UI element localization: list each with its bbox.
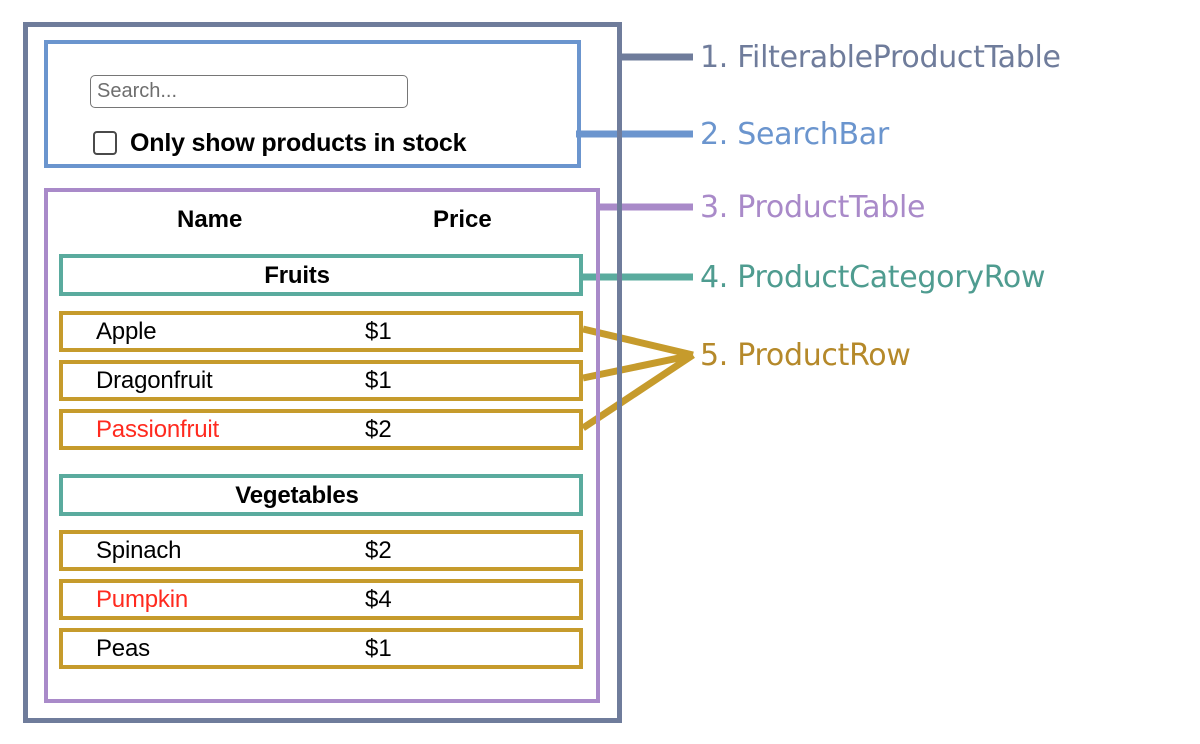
product-row: Peas $1: [59, 628, 583, 669]
annotation-label-filterable-product-table: 1. FilterableProductTable: [700, 40, 1061, 75]
annotation-label-product-row: 5. ProductRow: [700, 338, 911, 373]
column-header-name: Name: [177, 206, 243, 233]
column-header-price: Price: [433, 206, 492, 233]
product-row: Passionfruit $2: [59, 409, 583, 450]
product-price: $4: [365, 586, 392, 613]
product-price: $2: [365, 416, 392, 443]
in-stock-checkbox-label: Only show products in stock: [130, 128, 467, 157]
product-category-row: Fruits: [59, 254, 583, 296]
product-price: $1: [365, 635, 392, 662]
in-stock-checkbox[interactable]: [93, 131, 117, 155]
product-category-label: Fruits: [264, 262, 330, 289]
product-table-header: Name Price: [59, 198, 583, 246]
product-price: $1: [365, 367, 392, 394]
product-category-label: Vegetables: [235, 482, 359, 509]
product-table-boundary: [44, 188, 600, 703]
filterable-product-table-boundary: [23, 22, 622, 723]
product-price: $1: [365, 318, 392, 345]
connector-product-row-fan: [581, 325, 695, 431]
product-category-row: Vegetables: [59, 474, 583, 516]
in-stock-filter-row[interactable]: Only show products in stock: [93, 128, 467, 158]
annotation-label-product-table: 3. ProductTable: [700, 190, 926, 225]
product-row: Dragonfruit $1: [59, 360, 583, 401]
product-row: Apple $1: [59, 311, 583, 352]
annotation-label-search-bar: 2. SearchBar: [700, 117, 889, 152]
search-input[interactable]: Search...: [90, 75, 408, 108]
product-name: Spinach: [96, 537, 182, 564]
search-bar-boundary: [44, 40, 581, 168]
product-name: Pumpkin: [96, 586, 188, 613]
annotation-label-product-category-row: 4. ProductCategoryRow: [700, 260, 1046, 295]
product-name: Passionfruit: [96, 416, 219, 443]
product-row: Pumpkin $4: [59, 579, 583, 620]
product-row: Spinach $2: [59, 530, 583, 571]
product-name: Apple: [96, 318, 157, 345]
product-price: $2: [365, 537, 392, 564]
product-name: Dragonfruit: [96, 367, 213, 394]
product-name: Peas: [96, 635, 150, 662]
